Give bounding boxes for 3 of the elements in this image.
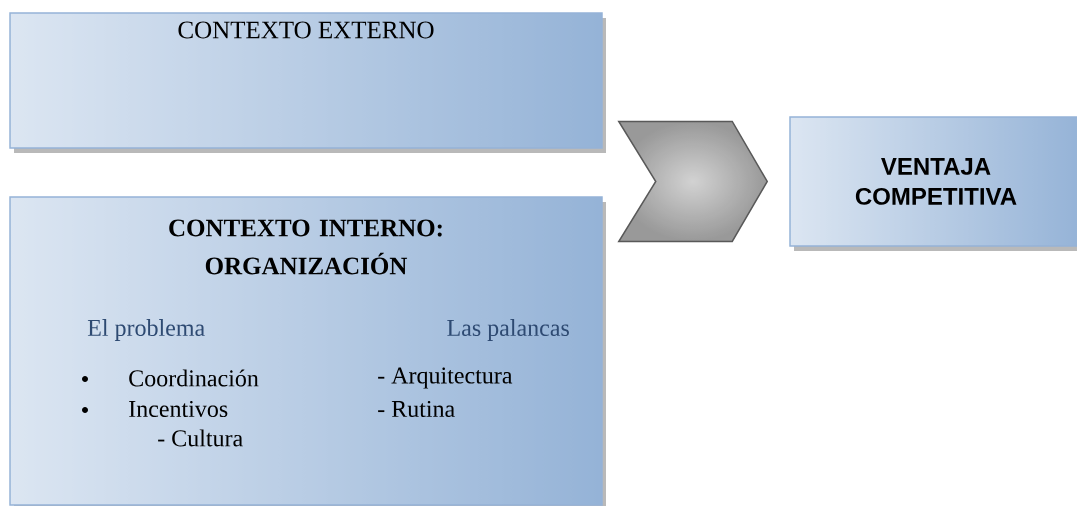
result-box: VENTAJA COMPETITIVA	[789, 116, 1077, 251]
chevron-arrow	[617, 120, 769, 243]
context-box: CONTEXTO EXTERNO	[9, 12, 606, 153]
